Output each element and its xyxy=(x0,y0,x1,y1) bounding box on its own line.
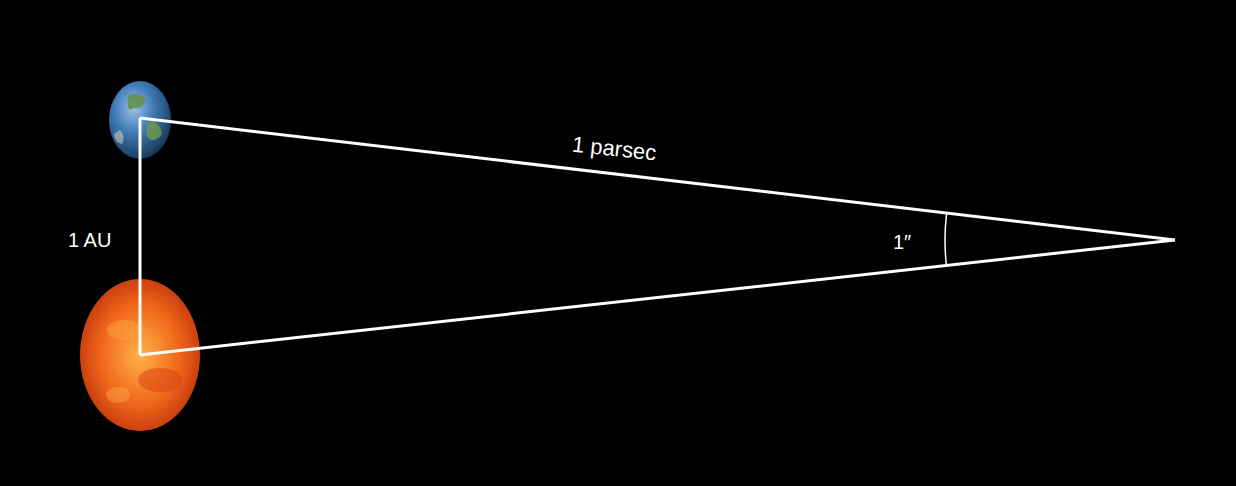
angle-arc xyxy=(945,213,947,265)
distance-label: 1 AU xyxy=(68,228,111,252)
angle-label: 1″ xyxy=(893,230,911,254)
triangle-lines xyxy=(140,118,1175,355)
